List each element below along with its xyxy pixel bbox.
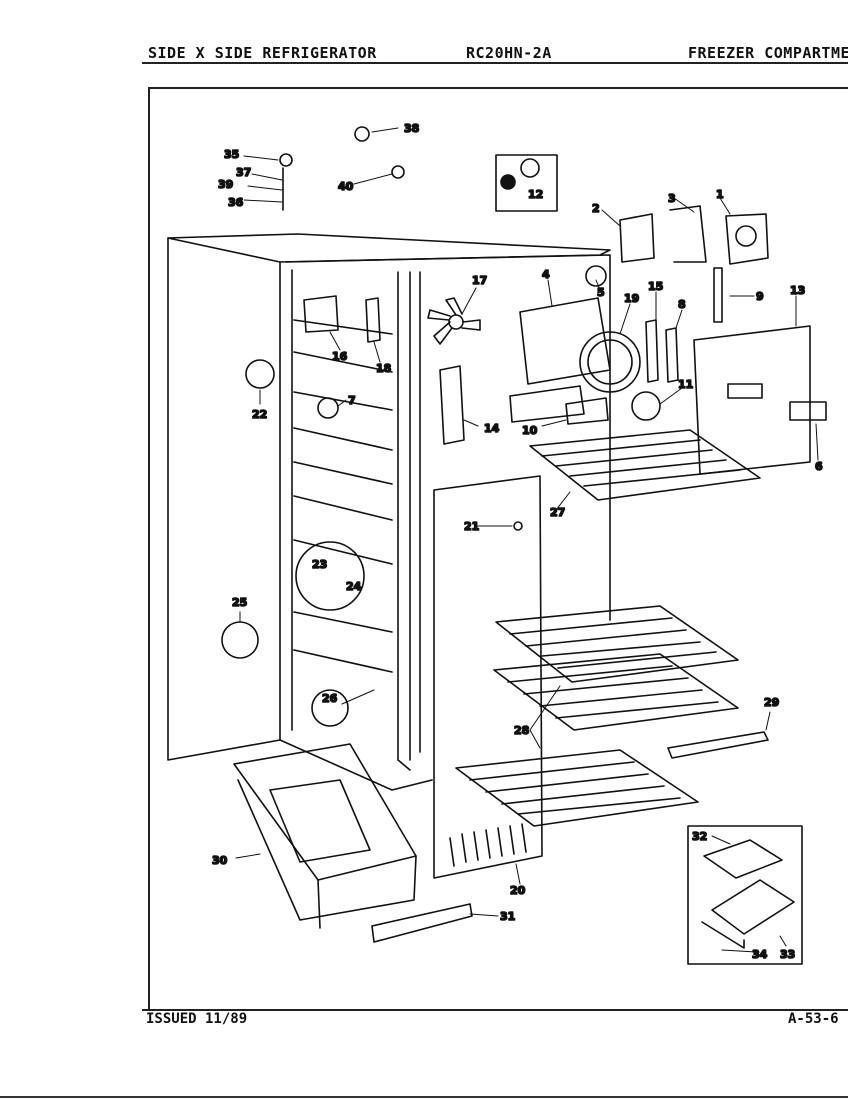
callout-26: 26 <box>322 692 338 705</box>
callout-33: 33 <box>780 948 795 961</box>
detail-circle-25 <box>221 621 259 659</box>
light-bulb <box>631 391 661 421</box>
callout-3: 3 <box>668 192 676 205</box>
ice-tray-bin <box>711 879 795 935</box>
callout-31: 31 <box>500 910 515 923</box>
detail-part-21 <box>513 521 523 531</box>
callout-14: 14 <box>484 422 500 435</box>
callout-38: 38 <box>404 122 419 135</box>
fan-blade <box>427 297 481 345</box>
callout-32: 32 <box>692 830 707 843</box>
callout-28: 28 <box>514 724 529 737</box>
callout-18: 18 <box>376 362 391 375</box>
callout-8: 8 <box>678 298 686 311</box>
callout-2: 2 <box>592 202 600 215</box>
callout-35: 35 <box>224 148 239 161</box>
detail-circle-23-24 <box>295 541 365 611</box>
page-bottom-line <box>0 1096 848 1098</box>
callout-27: 27 <box>550 506 565 519</box>
header-model-number: RC20HN-2A <box>466 44 552 62</box>
hardware-parts-top <box>279 126 405 211</box>
callout-40: 40 <box>338 180 354 193</box>
shelf-strip <box>667 731 769 759</box>
wire-shelves <box>455 429 761 827</box>
ice-tray-lid <box>703 839 783 879</box>
callout-15: 15 <box>648 280 663 293</box>
air-duct-panel <box>693 325 827 475</box>
inset-part-dot <box>500 174 516 190</box>
thermostat-housing <box>619 205 769 265</box>
header-title-left: SIDE X SIDE REFRIGERATOR <box>148 44 377 62</box>
callout-19: 19 <box>624 292 639 305</box>
callout-25: 25 <box>232 596 247 609</box>
callout-34: 34 <box>752 948 768 961</box>
strip-15 <box>645 319 659 383</box>
callout-9: 9 <box>756 290 764 303</box>
callout-36: 36 <box>228 196 244 209</box>
callout-4: 4 <box>542 268 550 281</box>
air-duct-14 <box>439 365 465 445</box>
ice-bin <box>233 743 417 929</box>
footer-issue-date: ISSUED 11/89 <box>146 1011 248 1027</box>
callout-39: 39 <box>218 178 233 191</box>
callout-21: 21 <box>464 520 479 533</box>
cabinet-outline <box>167 233 611 791</box>
header-title-right: FREEZER COMPARTMEN <box>688 44 848 62</box>
inset-box-ice-tray <box>687 825 803 965</box>
header-rule <box>142 62 848 64</box>
callout-23: 23 <box>312 558 327 571</box>
callout-20: 20 <box>510 884 526 897</box>
callout-11: 11 <box>678 378 693 391</box>
callout-24: 24 <box>346 580 362 593</box>
callout-6: 6 <box>815 460 823 473</box>
leader-lines <box>235 127 819 953</box>
inset-box-12 <box>495 154 558 212</box>
inset-part-knob <box>520 158 540 178</box>
trim-strip <box>371 903 473 943</box>
strip-9 <box>713 267 723 323</box>
footer-page-code: A-53-6 <box>788 1011 839 1027</box>
callout-10: 10 <box>522 424 538 437</box>
callout-13: 13 <box>790 284 805 297</box>
callout-29: 29 <box>764 696 779 709</box>
diagram-frame <box>148 87 848 1009</box>
footer-rule <box>142 1009 848 1011</box>
callout-22: 22 <box>252 408 267 421</box>
part-18 <box>365 297 381 343</box>
callout-30: 30 <box>212 854 228 867</box>
callout-37: 37 <box>236 166 251 179</box>
ice-tray-base <box>701 921 745 949</box>
detail-circle-22 <box>245 359 275 389</box>
callout-1: 1 <box>716 188 724 201</box>
callout-12: 12 <box>528 188 543 201</box>
callout-17: 17 <box>472 274 487 287</box>
detail-circle-26 <box>311 689 349 727</box>
ice-maker-part-16 <box>303 295 339 333</box>
light-socket <box>565 397 609 425</box>
callout-5: 5 <box>597 286 605 299</box>
fan-motor-bracket <box>509 265 641 423</box>
callout-7: 7 <box>348 394 356 407</box>
evaporator-cover-panel <box>433 475 543 879</box>
callout-16: 16 <box>332 350 348 363</box>
detail-part-7 <box>317 397 339 419</box>
strip-8 <box>665 327 679 383</box>
